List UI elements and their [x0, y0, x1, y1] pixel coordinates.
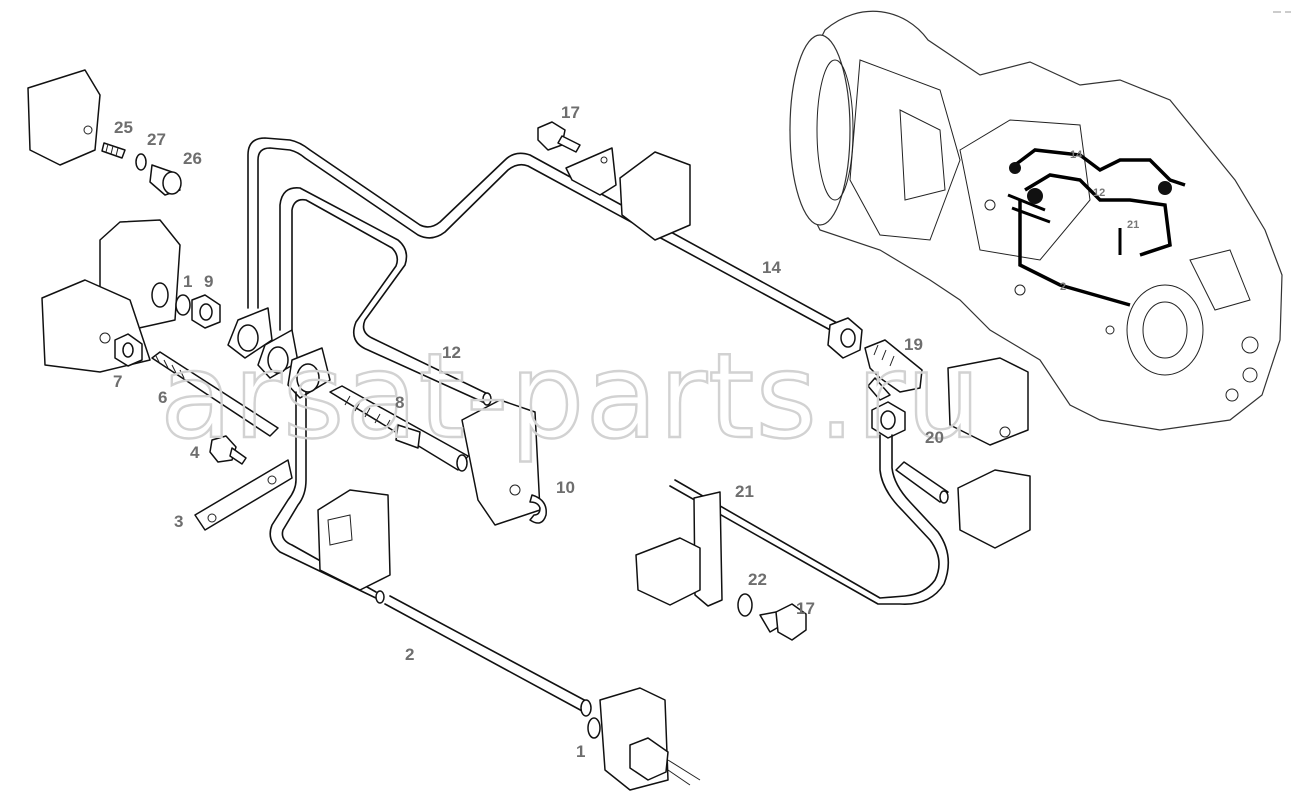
watermark: arsat-parts.ru — [160, 327, 982, 465]
callout-20: 20 — [925, 428, 944, 447]
callout-10: 10 — [556, 478, 575, 497]
bracket-3 — [194, 459, 293, 531]
callout-12: 12 — [442, 343, 461, 362]
inset-label-2: 2 — [1060, 281, 1066, 293]
banjo-fittings — [227, 307, 331, 399]
block-top-mid — [619, 151, 691, 241]
callout-22: 22 — [748, 570, 767, 589]
callout-27: 27 — [147, 130, 166, 149]
block-top-left — [27, 69, 101, 166]
block-bottom-mid — [635, 537, 701, 606]
pin-20 — [895, 461, 949, 504]
block-mid-left — [317, 489, 391, 591]
callout-17-bottom: 17 — [796, 599, 815, 618]
callout-19: 19 — [904, 335, 923, 354]
bolt-17-top — [537, 121, 581, 153]
washer-1-lower — [587, 717, 601, 739]
callout-4: 4 — [190, 443, 200, 462]
pipe-12 — [279, 187, 492, 406]
callout-2: 2 — [405, 645, 414, 664]
clip-14 — [565, 147, 617, 196]
callout-6: 6 — [158, 388, 167, 407]
pipe-2 — [269, 391, 592, 717]
callout-1-lower: 1 — [576, 742, 585, 761]
block-right-lower — [957, 469, 1031, 549]
nut-7 — [114, 333, 143, 367]
nut-9 — [191, 294, 221, 329]
callout-1-upper: 1 — [183, 272, 192, 291]
pipe-14-nut — [827, 317, 863, 359]
washer-22 — [737, 593, 753, 617]
callout-26: 26 — [183, 149, 202, 168]
inset-label-12: 12 — [1093, 187, 1105, 199]
inset-label-21: 21 — [1127, 219, 1139, 231]
block-right-upper — [947, 357, 1029, 446]
transmission-inset: 14 12 21 2 — [789, 10, 1283, 431]
callout-17-top: 17 — [561, 103, 580, 122]
bolt-17-bottom — [759, 603, 807, 641]
callout-21: 21 — [735, 482, 754, 501]
callout-8: 8 — [395, 393, 404, 412]
fitting-bottom — [629, 737, 701, 786]
callout-3: 3 — [174, 512, 183, 531]
pipe-14 — [247, 137, 863, 359]
washer-27 — [135, 153, 147, 171]
callout-9: 9 — [204, 272, 213, 291]
plug-25 — [101, 142, 126, 159]
washer-1-upper — [175, 294, 191, 316]
banjo-bolt-8 — [329, 385, 469, 472]
inset-label-14: 14 — [1070, 149, 1083, 161]
stud-6 — [151, 351, 279, 437]
circlip-10 — [529, 494, 547, 524]
bolt-4 — [209, 435, 247, 465]
plug-26 — [149, 164, 182, 196]
nut-21-upper — [871, 401, 906, 439]
callout-14: 14 — [762, 258, 781, 277]
callout-7: 7 — [113, 372, 122, 391]
pipe-21 — [669, 434, 950, 605]
tee-fitting-19 — [864, 339, 923, 401]
callout-25: 25 — [114, 118, 133, 137]
